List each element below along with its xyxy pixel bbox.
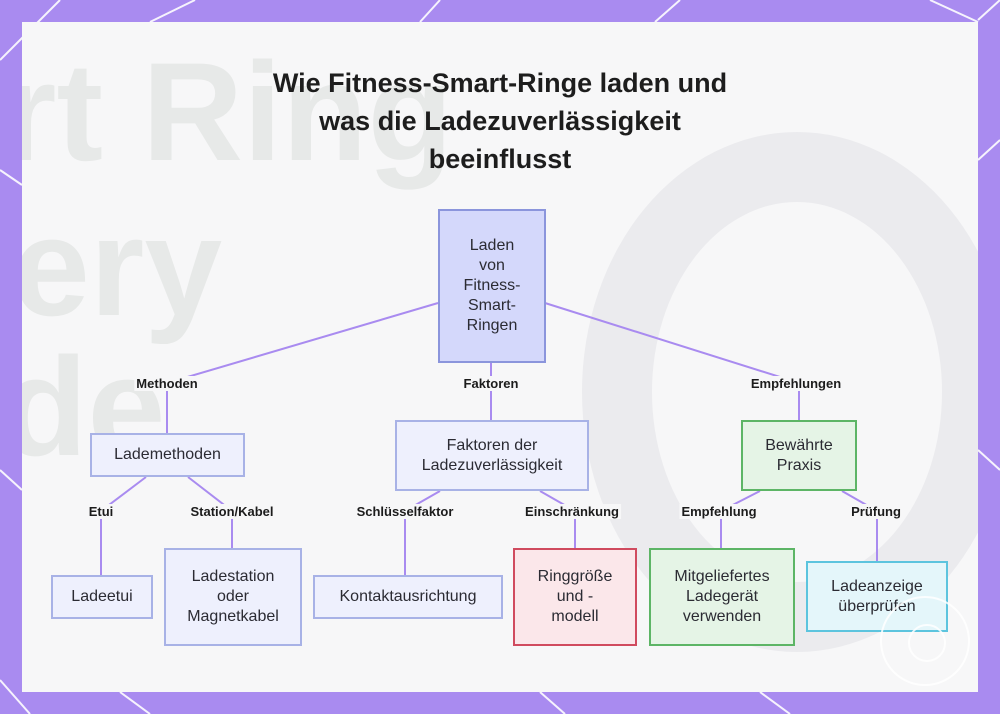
node-text: Mitgeliefertes [674, 568, 770, 585]
node-text: Magnetkabel [187, 608, 279, 625]
node-faktoren: Faktoren der Ladezuverlässigkeit [395, 420, 589, 491]
edge-label-pruefung: Prüfung [849, 504, 903, 519]
edge-label-etui: Etui [86, 504, 116, 519]
edge-praxis-empfehlung [720, 490, 761, 548]
edge-faktoren-einschraenkung [539, 490, 576, 548]
node-text: Ringgröße [537, 568, 613, 585]
node-text: Ladeanzeige [831, 577, 923, 595]
node-text: Fitness- [463, 277, 521, 294]
node-text: Kontaktausrichtung [339, 588, 477, 605]
node-ladestation: Ladestation oder Magnetkabel [164, 548, 302, 646]
node-ladeetui: Ladeetui [51, 575, 153, 619]
node-text: Faktoren der [446, 436, 538, 454]
node-text: Bewährte [765, 436, 833, 454]
edge-methoden-etui [100, 476, 147, 575]
node-text: und - [556, 588, 594, 605]
node-ladegeraet: Mitgeliefertes Ladegerät verwenden [649, 548, 795, 646]
title-line: Wie Fitness-Smart-Ringe laden und [272, 68, 728, 98]
node-text: Ladestation [191, 568, 275, 585]
edge-label-station: Station/Kabel [188, 504, 276, 519]
diagram-title: Wie Fitness-Smart-Ringe laden und was di… [22, 64, 978, 178]
background-text-line: rt Ring [22, 33, 454, 190]
node-text: modell [551, 608, 599, 625]
edge-label-faktoren: Faktoren [461, 376, 521, 391]
background-text-line: ery [22, 188, 223, 345]
node-ladeanzeige: Ladeanzeige überprüfen [806, 561, 948, 632]
node-text: Ladegerät [685, 588, 759, 605]
node-ringgroesse: Ringgröße und - modell [513, 548, 637, 646]
node-text: Ringen [466, 317, 518, 334]
node-text: von [479, 257, 505, 274]
node-text: Smart- [468, 297, 516, 314]
node-root: Laden von Fitness- Smart- Ringen [438, 209, 546, 363]
edge-label-empfehlung: Empfehlung [679, 504, 759, 519]
title-line: was die Ladezuverlässigkeit [319, 106, 681, 136]
edge-label-schluesselfaktor: Schlüsselfaktor [354, 504, 456, 519]
node-text: Praxis [776, 456, 822, 474]
edge-label-empfehlungen: Empfehlungen [748, 376, 844, 391]
node-text: verwenden [682, 608, 762, 625]
node-text: Laden [469, 237, 515, 254]
edge-label-methoden: Methoden [134, 376, 200, 391]
watermark-ring-icon [880, 596, 970, 686]
node-bewaehrte-praxis: Bewährte Praxis [741, 420, 857, 491]
node-text: Ladezuverlässigkeit [421, 456, 563, 474]
edge-praxis-pruefung [841, 490, 878, 561]
edge-root-methoden [166, 302, 439, 433]
edge-label-einschraenkung: Einschränkung [523, 504, 621, 519]
edge-root-empfehlungen [544, 302, 800, 420]
node-text: Ladeetui [71, 588, 133, 605]
node-kontaktausrichtung: Kontaktausrichtung [313, 575, 503, 619]
node-text: oder [216, 588, 250, 605]
node-lademethoden: Lademethoden [90, 433, 245, 477]
node-text: Lademethoden [114, 446, 221, 463]
title-line: beeinflusst [428, 144, 572, 174]
